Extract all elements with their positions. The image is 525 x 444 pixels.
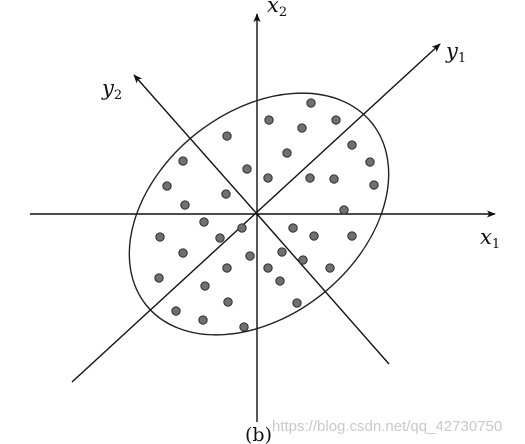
data-point — [275, 276, 285, 286]
y2-label: y2 — [101, 76, 122, 103]
data-point — [369, 180, 379, 190]
data-point — [221, 189, 231, 199]
data-point — [223, 297, 233, 307]
data-point — [162, 181, 172, 191]
x1-label: x1 — [480, 225, 500, 252]
data-point — [347, 231, 357, 241]
data-point — [282, 148, 292, 158]
data-point — [347, 140, 357, 150]
data-point — [171, 306, 181, 316]
data-point — [365, 157, 375, 167]
data-point — [263, 173, 273, 183]
data-point — [325, 263, 335, 273]
data-point — [200, 281, 210, 291]
data-point — [329, 174, 339, 184]
data-point — [239, 322, 249, 332]
data-point — [180, 200, 190, 210]
data-point — [292, 298, 302, 308]
figure-caption: (b) — [245, 424, 272, 444]
data-points — [154, 98, 379, 332]
data-point — [199, 217, 209, 227]
data-point — [306, 98, 316, 108]
y2-axis-arrow — [133, 74, 258, 215]
data-point — [242, 164, 252, 174]
data-point — [288, 223, 298, 233]
data-point — [245, 251, 255, 261]
data-point — [155, 232, 165, 242]
data-point — [222, 263, 232, 273]
x2-label: x2 — [267, 0, 287, 20]
y2-axis-tail — [256, 213, 390, 365]
y1-label: y1 — [445, 39, 466, 66]
data-point — [298, 255, 308, 265]
data-point — [264, 115, 274, 125]
data-point — [222, 131, 232, 141]
data-point — [237, 223, 247, 233]
data-ellipse — [128, 92, 390, 336]
data-point — [178, 156, 188, 166]
data-point — [263, 263, 273, 273]
data-point — [331, 115, 341, 125]
data-point — [178, 248, 188, 258]
data-point — [305, 173, 315, 183]
data-point — [339, 205, 349, 215]
data-point — [154, 273, 164, 283]
data-point — [309, 231, 319, 241]
data-point — [277, 247, 287, 257]
watermark: https://blog.csdn.net/qq_42730750 — [272, 418, 502, 435]
data-point — [297, 123, 307, 133]
data-point — [215, 233, 225, 243]
data-point — [198, 315, 208, 325]
